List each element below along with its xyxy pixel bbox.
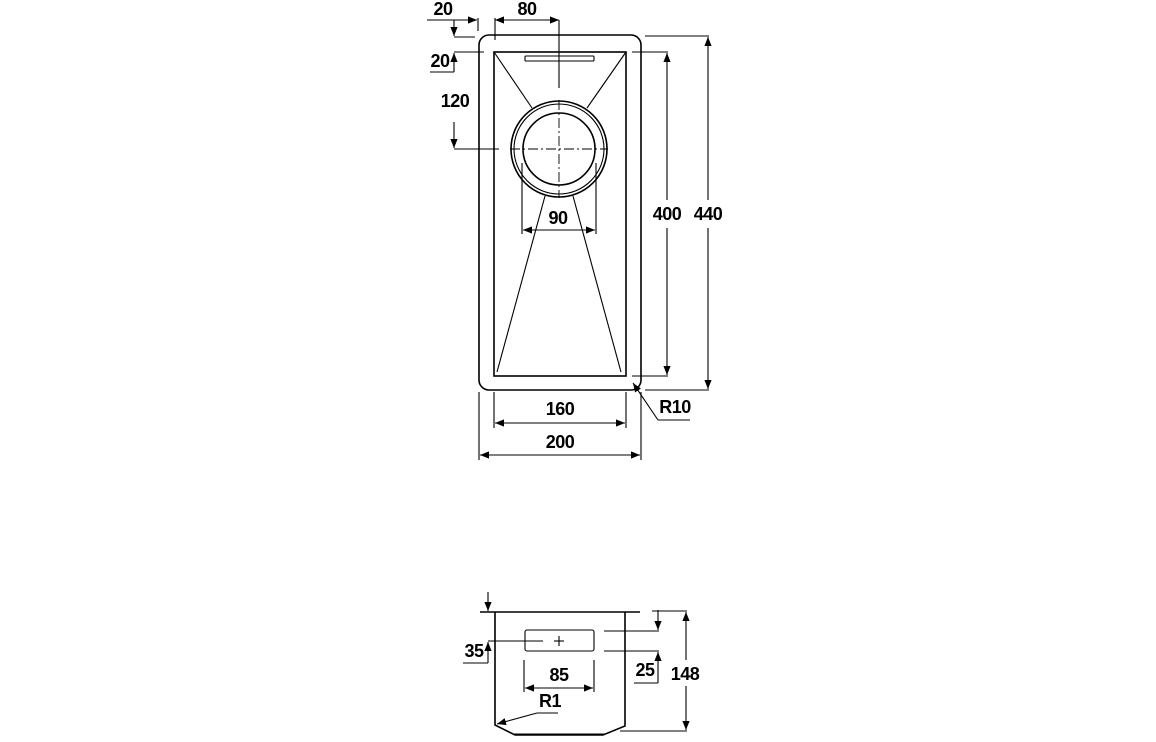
sink-bowl-inner <box>493 51 627 377</box>
dim-label-waste-diameter: 90 <box>548 208 568 228</box>
overflow-center-mark <box>554 636 564 646</box>
dim-overflow-width: 85 <box>523 660 595 692</box>
waste-outlet <box>510 100 608 198</box>
dim-label-outer-length: 440 <box>694 204 723 224</box>
dim-label-outer-width: 200 <box>546 432 575 452</box>
dim-depth: 148 <box>620 610 700 732</box>
dim-label-flange-offset-top: 20 <box>430 51 450 71</box>
dim-label-overflow-height: 35 <box>464 641 484 661</box>
sink-outer-rim <box>478 34 642 391</box>
dim-right-vertical: 400 440 <box>632 35 723 391</box>
dim-label-overflow-width: 85 <box>549 665 569 685</box>
dim-label-base-radius: R1 <box>539 691 561 711</box>
sink-profile <box>494 612 626 736</box>
dim-label-overflow-slot-height: 25 <box>635 660 655 680</box>
dim-corner-radius: R10 <box>632 382 692 421</box>
dim-label-inner-length: 400 <box>653 204 682 224</box>
dim-base-radius: R1 <box>496 691 562 726</box>
dim-bottom-horizontal: 160 200 <box>478 392 642 460</box>
dim-label-flange-offset: 20 <box>433 0 453 19</box>
side-view: 35 85 R1 25 14 <box>463 592 700 736</box>
top-view: 20 80 20 120 90 <box>427 0 723 460</box>
dim-waste-diameter: 90 <box>521 163 597 234</box>
dim-overflow-height: 35 <box>463 592 543 664</box>
dim-left-vertical: 20 120 <box>430 20 499 150</box>
dim-overflow-slot-height: 25 <box>604 610 662 684</box>
dim-label-corner-radius: R10 <box>659 397 691 417</box>
dim-label-depth: 148 <box>671 664 700 684</box>
dim-top-horizontal: 20 80 <box>427 0 560 88</box>
dim-label-waste-offset-y: 120 <box>441 91 470 111</box>
dim-label-inner-width: 160 <box>546 399 575 419</box>
bowl-slope-lines <box>493 51 627 373</box>
dim-label-waste-offset-x: 80 <box>517 0 537 19</box>
